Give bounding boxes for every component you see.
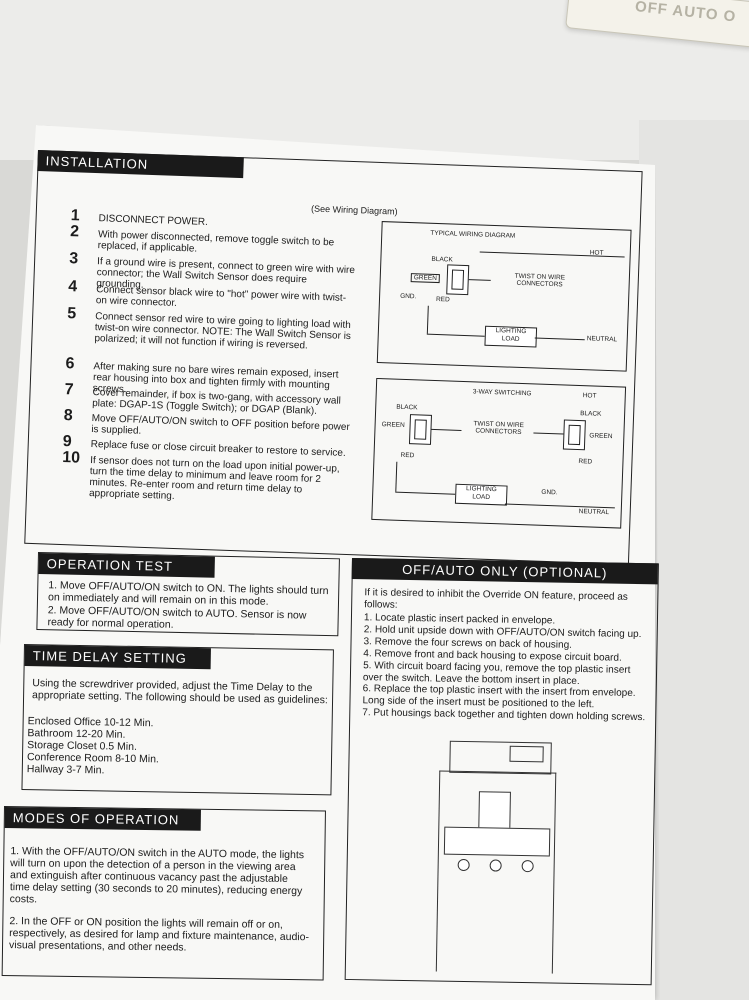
red-wire bbox=[426, 305, 429, 334]
neutral-wire bbox=[534, 337, 585, 341]
diagram2-green-right: GREEN bbox=[589, 432, 613, 441]
diagram-reference: (See Wiring Diagram) bbox=[310, 203, 398, 217]
load-wire bbox=[426, 333, 485, 337]
diagram2-load: LIGHTING LOAD bbox=[454, 483, 508, 506]
diagram2-hot: HOT bbox=[582, 392, 597, 400]
neutral-wire bbox=[504, 503, 615, 509]
time-delay-header: TIME DELAY SETTING bbox=[24, 645, 211, 670]
housing-illustration bbox=[435, 740, 590, 974]
off-auto-header: OFF/AUTO ONLY (OPTIONAL) bbox=[351, 558, 658, 585]
diagram2-title: 3-WAY SWITCHING bbox=[472, 388, 532, 398]
sensor-right-symbol bbox=[562, 419, 586, 451]
background-right bbox=[639, 120, 749, 1000]
time-delay-section: TIME DELAY SETTING Using the screwdriver… bbox=[21, 644, 334, 796]
time-delay-intro: Using the screwdriver provided, adjust t… bbox=[32, 677, 328, 707]
typical-wiring-diagram: TYPICAL WIRING DIAGRAM HOT BLACK TWIST O… bbox=[376, 221, 632, 372]
off-auto-intro: If it is desired to inhibit the Override… bbox=[364, 587, 628, 611]
diagram2-black-left: BLACK bbox=[396, 403, 418, 412]
diagram2-black-right: BLACK bbox=[580, 410, 602, 418]
diagram1-red: RED bbox=[435, 295, 450, 304]
modes-header: MODES OF OPERATION bbox=[4, 807, 201, 831]
connector-line bbox=[468, 279, 491, 281]
sensor-left-symbol bbox=[408, 414, 432, 445]
three-way-switching-diagram: 3-WAY SWITCHING HOT BLACK BLACK GREEN GR… bbox=[371, 377, 627, 529]
modes-item: 1. With the OFF/AUTO/ON switch in the AU… bbox=[9, 845, 305, 906]
diagram2-red-right: RED bbox=[578, 458, 593, 466]
plastic-insert bbox=[478, 791, 511, 830]
modes-item: 2. In the OFF or ON position the lights … bbox=[8, 915, 310, 954]
load-wire bbox=[395, 491, 456, 495]
sensor-symbol bbox=[446, 264, 470, 296]
operation-test-section: OPERATION TEST 1. Move OFF/AUTO/ON switc… bbox=[36, 552, 340, 637]
diagram1-green: GREEN bbox=[410, 273, 441, 284]
diagram2-twist: TWIST ON WIRE CONNECTORS bbox=[473, 420, 525, 437]
diagram2-red-left: RED bbox=[400, 451, 415, 460]
diagram1-twist: TWIST ON WIRE CONNECTORS bbox=[514, 272, 566, 289]
traveler-wire bbox=[533, 432, 564, 435]
operation-test-header: OPERATION TEST bbox=[38, 553, 215, 578]
diagram1-neutral: NEUTRAL bbox=[586, 335, 618, 344]
diagram1-black: BLACK bbox=[431, 255, 453, 264]
device-label: OFF AUTO O bbox=[634, 0, 738, 26]
diagram2-green-left: GREEN bbox=[381, 421, 405, 429]
traveler-wire bbox=[431, 428, 462, 431]
diagram1-load: LIGHTING LOAD bbox=[484, 325, 538, 348]
off-auto-section: OFF/AUTO ONLY (OPTIONAL) If it is desire… bbox=[344, 558, 659, 986]
switch-block bbox=[443, 826, 551, 857]
switch-slot bbox=[509, 745, 544, 763]
modes-section: MODES OF OPERATION 1. With the OFF/AUTO/… bbox=[1, 806, 326, 981]
diagram2-gnd: GND. bbox=[541, 488, 558, 497]
diagram1-title: TYPICAL WIRING DIAGRAM bbox=[430, 229, 516, 240]
diagram2-neutral: NEUTRAL bbox=[578, 508, 610, 517]
diagram1-gnd: GND. bbox=[399, 292, 417, 301]
red-wire-left bbox=[395, 461, 398, 492]
operation-test-item: 2. Move OFF/AUTO/ON switch to AUTO. Sens… bbox=[47, 604, 307, 631]
guideline-item: Hallway 3-7 Min. bbox=[26, 763, 105, 777]
